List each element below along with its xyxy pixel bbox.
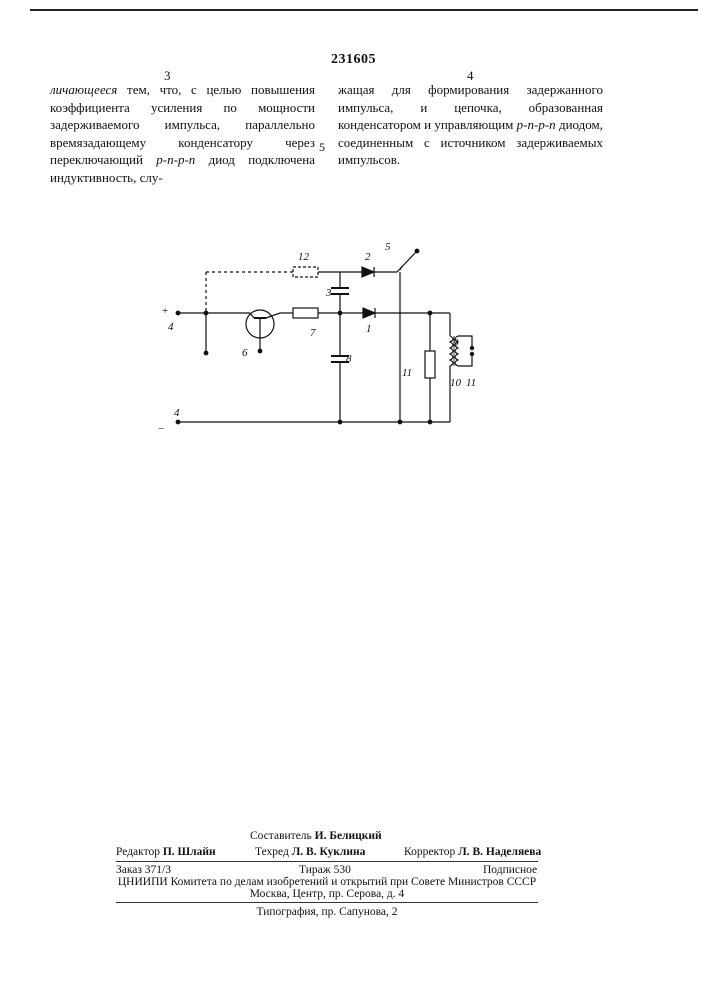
label-4-top: 4 — [168, 321, 174, 333]
label-12: 12 — [298, 251, 310, 263]
left-lead-word: личающееся — [50, 82, 117, 97]
output-terminal-a — [470, 346, 473, 349]
right-column-text: жащая для формирования задержанного импу… — [338, 81, 603, 169]
label-6: 6 — [242, 347, 248, 359]
resistor-11 — [425, 351, 435, 378]
label-10: 10 — [450, 377, 462, 389]
editor-label: Редактор — [116, 846, 160, 858]
output-lead-bottom — [458, 354, 472, 366]
corrector-label: Корректор — [404, 846, 455, 858]
junction-f — [428, 420, 432, 424]
resistor-7 — [293, 308, 318, 318]
input-terminal-plus — [176, 311, 180, 315]
output-lead-top — [458, 336, 472, 348]
junction-left-bottom — [204, 351, 208, 355]
output-terminal-b — [470, 352, 473, 355]
transistor-lead-in — [250, 313, 254, 318]
junction-e — [398, 420, 402, 424]
patent-number: 231605 — [0, 52, 707, 68]
label-7: 7 — [310, 327, 316, 339]
label-11: 11 — [402, 367, 412, 379]
techred-name: Л. В. Куклина — [292, 846, 366, 858]
label-11-output: 11 — [466, 377, 476, 389]
address-line: Москва, Центр, пр. Серова, д. 4 — [116, 888, 538, 901]
editor-name: П. Шлайн — [163, 846, 216, 858]
corrector-name: Л. В. Наделяева — [458, 846, 541, 858]
transistor-terminal — [258, 349, 262, 353]
left-column-text: личающееся тем, что, с целью повышения к… — [50, 81, 315, 186]
label-3: 3 — [325, 287, 332, 299]
label-1: 1 — [366, 323, 372, 335]
resistor-12 — [293, 267, 318, 277]
input-terminal-minus — [176, 420, 180, 424]
label-5: 5 — [385, 241, 391, 253]
label-plus: + — [162, 305, 168, 317]
diode-1 — [363, 308, 375, 318]
footer-compiler: Составитель И. Белицкий — [250, 830, 382, 843]
right-pnpn: p-n-p-n — [517, 117, 556, 132]
compiler-name: И. Белицкий — [315, 830, 382, 842]
printing-line: Типография, пр. Сапунова, 2 — [116, 906, 538, 919]
label-9: 9 — [453, 337, 459, 349]
footer-rule-2 — [116, 902, 538, 903]
label-minus: − — [158, 423, 164, 435]
footer-techred: Техред Л. В. Куклина — [255, 846, 365, 859]
label-2: 2 — [365, 251, 371, 263]
footer-corrector: Корректор Л. В. Наделяева — [404, 846, 541, 859]
label-4-bottom: 4 — [174, 407, 180, 419]
line-number: 5 — [319, 140, 325, 155]
switch-5-terminal — [415, 249, 419, 253]
techred-label: Техред — [255, 846, 289, 858]
diode-2 — [362, 267, 374, 277]
footer-rule-1 — [116, 861, 538, 862]
junction-d — [338, 420, 342, 424]
top-rule — [30, 9, 698, 11]
label-8: 8 — [346, 353, 352, 365]
left-pnpn: p-n-p-n — [156, 152, 195, 167]
compiler-label: Составитель — [250, 830, 312, 842]
footer-editor: Редактор П. Шлайн — [116, 846, 216, 859]
circuit-diagram: 12 2 5 3 1 7 6 8 9 10 11 11 4 4 + − — [150, 240, 510, 440]
